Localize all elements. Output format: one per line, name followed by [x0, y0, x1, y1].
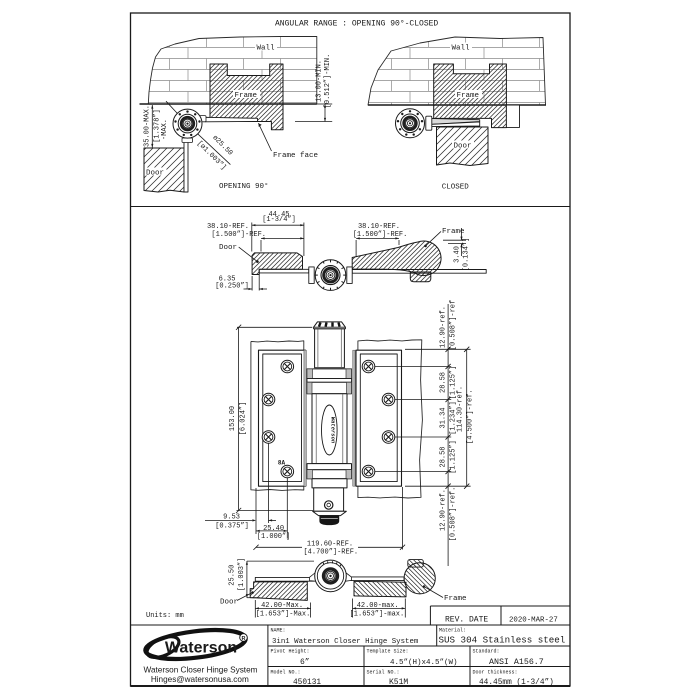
svg-text:Frame face: Frame face — [273, 152, 318, 160]
svg-text:[0.375”]: [0.375”] — [215, 522, 249, 530]
svg-text:[1.653”]-max.: [1.653”]-max. — [350, 610, 405, 618]
svg-text:Waterson: Waterson — [165, 640, 237, 657]
svg-text:Door: Door — [146, 170, 164, 178]
svg-text:[0.512”]-MIN.: [0.512”]-MIN. — [324, 54, 332, 109]
svg-text:Waterson Closer Hinge System: Waterson Closer Hinge System — [144, 665, 258, 674]
svg-text:[1.234”]: [1.234”] — [450, 401, 458, 435]
svg-text:28.58: 28.58 — [440, 372, 448, 393]
svg-text:12.90-ref.: 12.90-ref. — [440, 489, 448, 531]
svg-text:Standard:: Standard: — [473, 649, 500, 655]
svg-text:Template Size:: Template Size: — [367, 649, 409, 655]
svg-text:Pivot Height:: Pivot Height: — [271, 649, 310, 655]
svg-text:K51M: K51M — [389, 678, 408, 687]
svg-text:[1.000”]: [1.000”] — [257, 533, 291, 541]
svg-text:Units: mm: Units: mm — [146, 612, 184, 620]
svg-text:3in1 Waterson Closer Hinge Sys: 3in1 Waterson Closer Hinge System — [272, 638, 419, 646]
svg-text:25.50: 25.50 — [228, 565, 236, 586]
svg-text:Wall: Wall — [257, 45, 276, 53]
svg-text:44.45: 44.45 — [268, 211, 289, 219]
svg-text:35.00-MAX.: 35.00-MAX. — [144, 105, 152, 147]
svg-text:CLOSED: CLOSED — [442, 184, 470, 192]
svg-text:31.34: 31.34 — [440, 407, 448, 428]
svg-text:[6.024”]: [6.024”] — [240, 402, 248, 436]
svg-text:12.90-ref.: 12.90-ref. — [440, 306, 448, 348]
svg-text:3.40: 3.40 — [453, 246, 461, 263]
svg-text:SUS 304 Stainless steel: SUS 304 Stainless steel — [439, 635, 566, 646]
svg-text:Waterson: Waterson — [329, 417, 336, 444]
svg-text:REV. DATE: REV. DATE — [445, 616, 488, 625]
svg-text:28.58: 28.58 — [440, 446, 448, 467]
svg-text:[1.500”]-REF.: [1.500”]-REF. — [353, 231, 408, 239]
svg-text:-MAX.: -MAX. — [161, 119, 169, 140]
svg-text:114.30-ref.: 114.30-ref. — [457, 386, 465, 432]
svg-text:6.35: 6.35 — [219, 276, 236, 284]
svg-text:153.00: 153.00 — [229, 406, 237, 431]
svg-text:Material:: Material: — [439, 628, 466, 634]
svg-text:[0.250”]: [0.250”] — [215, 283, 249, 291]
svg-text:Model NO.:: Model NO.: — [271, 670, 301, 676]
svg-text:38.10-REF.: 38.10-REF. — [358, 223, 400, 231]
svg-text:[1-3/4”]: [1-3/4”] — [262, 216, 296, 224]
svg-text:13.00-MIN.: 13.00-MIN. — [316, 60, 324, 102]
svg-text:[0.508”]-ref.: [0.508”]-ref. — [450, 487, 458, 542]
svg-text:42.00-Max.: 42.00-Max. — [261, 602, 303, 610]
svg-text:R: R — [242, 636, 246, 642]
svg-text:25.40: 25.40 — [263, 525, 284, 533]
svg-text:[4.500”]-ref.: [4.500”]-ref. — [467, 389, 475, 444]
svg-text:Serial NO.:: Serial NO.: — [367, 670, 400, 676]
svg-text:Door: Door — [454, 143, 472, 151]
svg-text:Door thickness:: Door thickness: — [473, 670, 518, 676]
svg-text:[1.003”]: [1.003”] — [238, 558, 246, 592]
svg-text:[1.653”]-Max.: [1.653”]-Max. — [256, 610, 311, 618]
svg-text:[1.125”]: [1.125”] — [450, 366, 458, 400]
svg-text:2020-MAR-27: 2020-MAR-27 — [509, 617, 558, 625]
svg-text:Frame: Frame — [444, 595, 467, 603]
svg-text:OPENING 90°: OPENING 90° — [219, 182, 269, 191]
svg-text:ANSI A156.7: ANSI A156.7 — [489, 658, 544, 667]
svg-text:[0.508”]-ref: [0.508”]-ref — [450, 300, 458, 350]
svg-text:Door: Door — [219, 244, 237, 252]
svg-text:Frame: Frame — [442, 228, 465, 236]
svg-text:450131: 450131 — [293, 679, 321, 687]
svg-text:NAME:: NAME: — [271, 628, 286, 634]
svg-text:119.60-REF.: 119.60-REF. — [307, 541, 353, 549]
svg-text:[0.134”]: [0.134”] — [462, 238, 470, 272]
svg-text:6”: 6” — [300, 658, 310, 667]
svg-text:[1.125”]: [1.125”] — [450, 440, 458, 474]
svg-text:Frame: Frame — [235, 92, 258, 100]
svg-text:44.45mm (1-3/4”): 44.45mm (1-3/4”) — [479, 679, 554, 687]
svg-text:Frame: Frame — [457, 92, 480, 100]
svg-text:[1.500”]-REF.: [1.500”]-REF. — [211, 231, 266, 239]
svg-text:38.10-REF.: 38.10-REF. — [207, 223, 249, 231]
svg-text:Wall: Wall — [452, 45, 471, 53]
svg-text:Door: Door — [220, 599, 238, 607]
svg-text:[1.378”]: [1.378”] — [154, 109, 162, 143]
svg-text:8A: 8A — [278, 460, 286, 467]
svg-text:ANGULAR RANGE : OPENING 90°-CL: ANGULAR RANGE : OPENING 90°-CLOSED — [275, 20, 438, 29]
svg-text:[4.700”]-REF.: [4.700”]-REF. — [303, 549, 358, 557]
svg-text:4.5”(H)x4.5”(W): 4.5”(H)x4.5”(W) — [390, 659, 458, 667]
svg-text:9.53: 9.53 — [223, 513, 240, 521]
svg-text:42.00-max.: 42.00-max. — [357, 602, 399, 610]
svg-text:Hinges@watersonusa.com: Hinges@watersonusa.com — [151, 675, 249, 684]
